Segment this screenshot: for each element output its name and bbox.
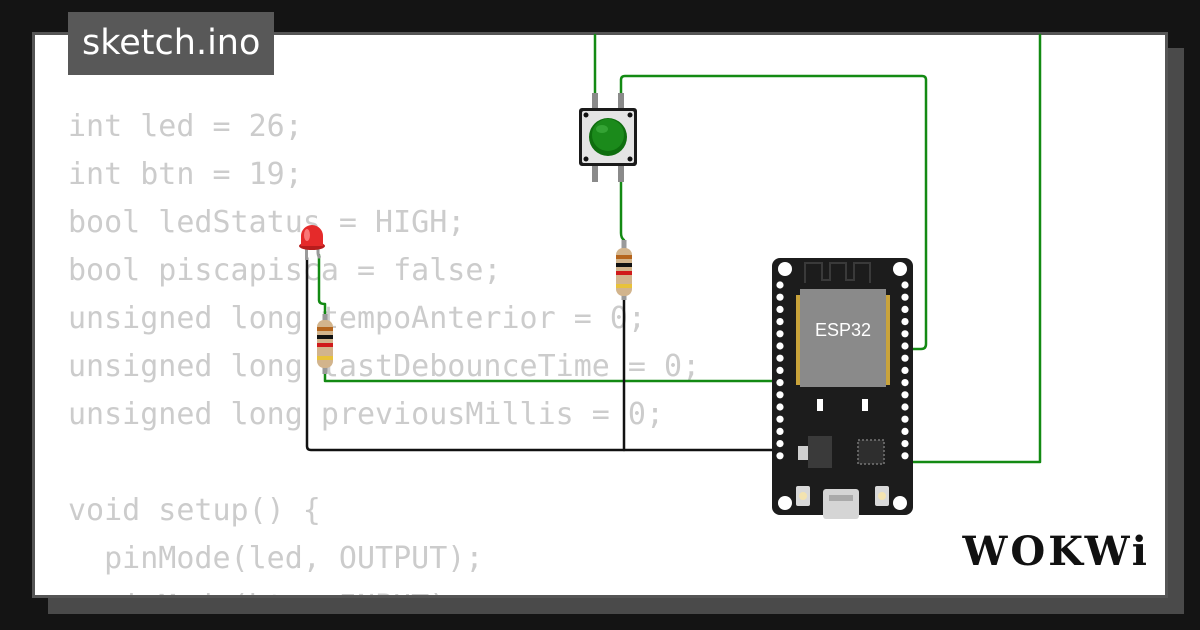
esp32-pin[interactable] xyxy=(901,281,909,289)
code-background: int led = 26; int btn = 19; bool ledStatus… xyxy=(68,103,701,595)
code-line: pinMode(btn, INPUT); xyxy=(68,583,700,595)
esp32-pin[interactable] xyxy=(901,342,909,350)
esp32-pin[interactable] xyxy=(776,293,784,301)
esp32-pin[interactable] xyxy=(901,440,909,448)
sketch-file-tab[interactable]: sketch.ino xyxy=(68,12,275,75)
esp32-pin[interactable] xyxy=(901,293,909,301)
red-led[interactable] xyxy=(299,225,325,260)
wire-ground[interactable] xyxy=(305,256,781,452)
wokwi-logo: WOKWi xyxy=(962,528,1150,575)
code-line: int btn = 19; xyxy=(68,157,303,192)
esp32-label: ESP32 xyxy=(815,320,871,340)
wire-resistor-to-esp[interactable] xyxy=(323,366,781,383)
code-line: bool piscapisca = false; xyxy=(68,253,502,288)
esp32-pin[interactable] xyxy=(776,366,784,374)
esp32-pin[interactable] xyxy=(776,427,784,435)
esp32-pin[interactable] xyxy=(901,318,909,326)
esp32-pin[interactable] xyxy=(776,403,784,411)
esp32-pin[interactable] xyxy=(901,391,909,399)
esp32-pin[interactable] xyxy=(776,379,784,387)
pushbutton[interactable] xyxy=(579,93,637,182)
esp32-pin[interactable] xyxy=(901,379,909,387)
resistor-button[interactable] xyxy=(616,240,632,300)
code-line: unsigned long lastDebounceTime = 0; xyxy=(68,349,701,384)
esp32-pin[interactable] xyxy=(776,354,784,362)
esp32-pin[interactable] xyxy=(901,330,909,338)
esp32-pin[interactable] xyxy=(901,403,909,411)
code-line: unsigned long previousMillis = 0; xyxy=(68,397,665,432)
esp32-pin[interactable] xyxy=(776,281,784,289)
esp32-pin[interactable] xyxy=(901,452,909,460)
wire-right-rail[interactable] xyxy=(903,33,1042,464)
resistor-led[interactable] xyxy=(317,314,333,374)
esp32-pin[interactable] xyxy=(776,415,784,423)
esp32-pin[interactable] xyxy=(776,305,784,313)
esp32-pin[interactable] xyxy=(901,427,909,435)
esp32-pin[interactable] xyxy=(901,415,909,423)
wire-button-resistor[interactable] xyxy=(619,178,626,250)
esp32-pin[interactable] xyxy=(776,391,784,399)
esp32-pin[interactable] xyxy=(776,440,784,448)
esp32-pin[interactable] xyxy=(901,354,909,362)
wire-led-resistor[interactable] xyxy=(317,253,327,322)
code-line: bool ledStatus = HIGH; xyxy=(68,205,466,240)
wire-button-to-esp[interactable] xyxy=(619,74,928,351)
esp32-pin[interactable] xyxy=(776,342,784,350)
esp32-pin[interactable] xyxy=(776,318,784,326)
code-line: void setup() { xyxy=(68,493,321,528)
code-line: int led = 26; xyxy=(68,109,303,144)
esp32-pin[interactable] xyxy=(901,366,909,374)
esp32-board[interactable]: ESP32 xyxy=(772,258,913,519)
code-line: unsigned long tempoAnterior = 0; xyxy=(68,301,646,336)
code-line: pinMode(led, OUTPUT); xyxy=(68,541,484,576)
esp32-pin[interactable] xyxy=(776,452,784,460)
esp32-pin[interactable] xyxy=(776,330,784,338)
esp32-pin[interactable] xyxy=(901,305,909,313)
esp32-pin-headers xyxy=(776,281,909,460)
